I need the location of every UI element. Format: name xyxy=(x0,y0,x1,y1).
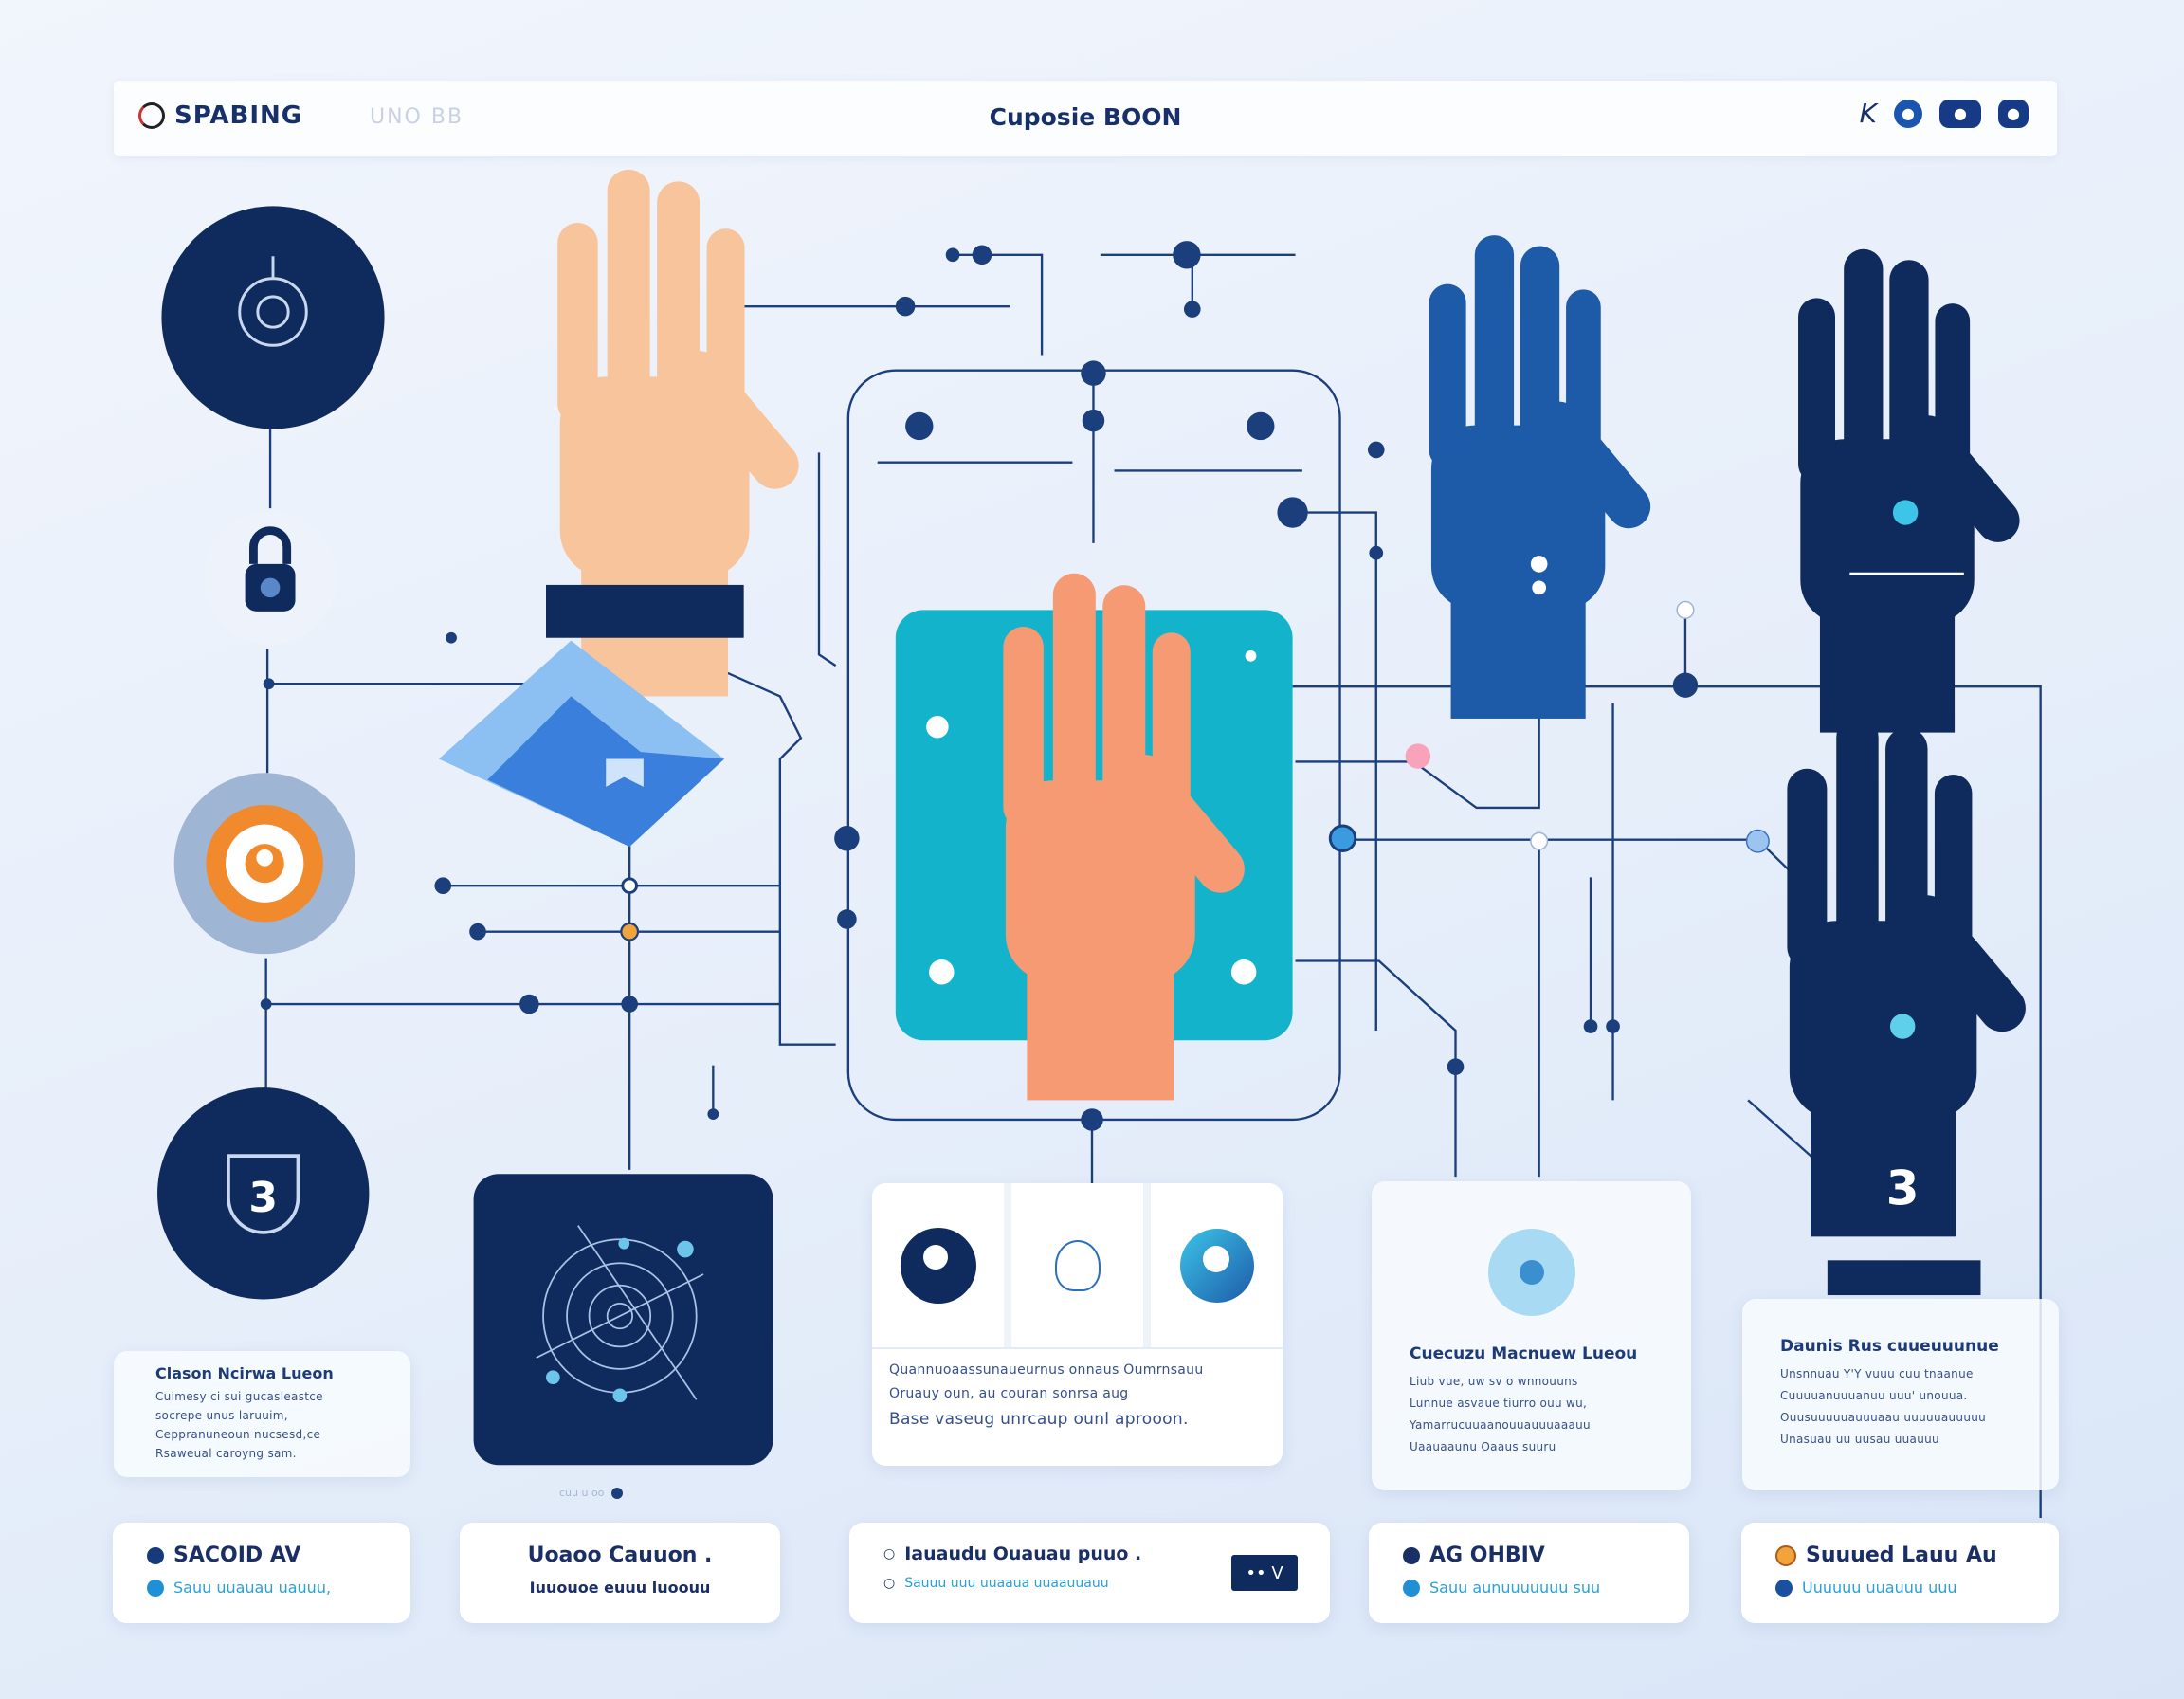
svg-text:3: 3 xyxy=(248,1174,278,1222)
bottom-sub: Uuuuuu uuauuu uuu xyxy=(1802,1579,1957,1597)
info-card-right-2: Daunis Rus cuueuuunue Unsnnuau Y'Y vuuu … xyxy=(1742,1299,2059,1490)
card-line: Quannuoaassunaueurnus onnaus Oumrnsauu xyxy=(889,1362,1204,1378)
page-title: Cuposie BOON xyxy=(989,103,1182,131)
bottom-sub: Iuuouoe euuu luoouu xyxy=(529,1579,711,1597)
bottom-card-2[interactable]: Uoaoo Cauuon . Iuuouoe euuu luoouu xyxy=(460,1523,780,1623)
nav-faded[interactable]: UNO BB xyxy=(370,105,464,129)
card-line: Uaauaaunu Oaaus suuru xyxy=(1410,1440,1556,1453)
bottom-title: SACOID AV xyxy=(173,1544,301,1567)
icon-card: Quannuoaassunaueurnus onnaus Oumrnsauu O… xyxy=(872,1183,1283,1466)
navy-hand-lower xyxy=(1787,716,2035,1237)
card-line: Yamarrucuuaanouuauuuaaauu xyxy=(1410,1418,1591,1432)
info-icon[interactable]: ● xyxy=(1894,99,1922,128)
toggle-icon[interactable]: ● xyxy=(1939,99,1981,128)
card-line: Cuimesy ci sui gucasleastce xyxy=(155,1390,323,1403)
card-line: Cuuuuanuuuanuu uuu' unouua. xyxy=(1780,1389,1968,1402)
bottom-card-1[interactable]: SACOID AV Sauu uuauau uauuu, xyxy=(113,1523,410,1623)
circuit-nodes xyxy=(260,241,1699,1131)
card-line: Ceppranuneoun nucsesd,ce xyxy=(155,1428,321,1441)
card-line: Unsnnuau Y'Y vuuu cuu tnaanue xyxy=(1780,1367,1974,1380)
pager-caption: cuu u oo xyxy=(559,1487,605,1499)
accent-nodes xyxy=(620,600,1907,941)
card-line: Lunnue asvaue tiurro ouu wu, xyxy=(1410,1397,1588,1410)
card-line: Base vaseug unrcaup ounl aprooon. xyxy=(889,1410,1189,1429)
card-line: Unasuau uu uusau uuauuu xyxy=(1780,1433,1939,1446)
bullet-icon: ○ xyxy=(883,1576,896,1591)
settings-icon[interactable]: ● xyxy=(1998,99,2029,128)
card-title: Daunis Rus cuueuuunue xyxy=(1780,1337,1999,1356)
card-line: Liub vue, uw sv o wnnouuns xyxy=(1410,1375,1578,1388)
blue-hand xyxy=(1429,235,1660,719)
card-line: Oruauy oun, au couran sonrsa aug xyxy=(889,1386,1129,1401)
bottom-title: Suuued Lauu Au xyxy=(1806,1544,1997,1567)
bottom-card-4[interactable]: AG OHBIV Sauu aunuuuuuuu suu xyxy=(1369,1523,1689,1623)
navy-hand xyxy=(1798,248,2029,733)
app-header: SPABING UNO BB Cuposie BOON K ● ● ● xyxy=(114,81,2057,156)
card-line: Ouusuuuuuauuuaau uuuuuauuuuu xyxy=(1780,1411,1987,1424)
brand[interactable]: SPABING xyxy=(138,101,302,130)
bottom-title: AG OHBIV xyxy=(1429,1544,1545,1567)
bottom-sub: Sauu uuauau uauuu, xyxy=(173,1579,332,1597)
check-icon xyxy=(1775,1579,1793,1597)
check-icon xyxy=(147,1579,164,1597)
video-badge[interactable]: •• V xyxy=(1231,1555,1298,1591)
brand-name: SPABING xyxy=(174,101,303,130)
status-icon xyxy=(1403,1546,1420,1564)
bottom-card-3[interactable]: ○ Iauaudu Ouauau puuo . ○ Sauuu uuu uuaaua… xyxy=(849,1523,1330,1623)
refresh-icon[interactable] xyxy=(1151,1183,1283,1347)
header-actions: K ● ● ● xyxy=(1860,98,2029,129)
bottom-sub: Sauu aunuuuuuuu suu xyxy=(1429,1579,1601,1597)
bottom-title: Uoaoo Cauuon . xyxy=(527,1544,713,1567)
card-title: Cuecuzu Macnuew Lueou xyxy=(1410,1344,1638,1363)
bullet-icon: ○ xyxy=(883,1546,896,1562)
card-line: Rsaweual caroyng sam. xyxy=(155,1447,297,1460)
face-icon[interactable] xyxy=(872,1183,1011,1347)
blue-diamond-shape xyxy=(438,640,725,848)
k-icon[interactable]: K xyxy=(1859,98,1877,129)
check-icon xyxy=(1403,1579,1420,1597)
bottom-title: Iauaudu Ouauau puuo . xyxy=(904,1544,1142,1564)
fingerprint-icon[interactable] xyxy=(1011,1183,1151,1347)
pager: cuu u oo xyxy=(559,1487,624,1499)
status-icon xyxy=(147,1546,164,1564)
status-icon xyxy=(1775,1544,1796,1566)
logo-icon xyxy=(138,102,165,129)
bottom-sub: Sauuu uuu uuaaua uuaauuauu xyxy=(904,1576,1109,1591)
pager-dot[interactable] xyxy=(611,1487,624,1499)
svg-text:3: 3 xyxy=(1886,1161,1920,1216)
shield-icon-circle xyxy=(157,1087,370,1300)
user-icon xyxy=(1487,1229,1575,1316)
spiral-card xyxy=(473,1174,774,1466)
target-icon-circle xyxy=(161,206,385,429)
info-card-right-1: Cuecuzu Macnuew Lueou Liub vue, uw sv o … xyxy=(1372,1181,1691,1490)
card-line: socrepe unus laruuim, xyxy=(155,1409,288,1422)
bottom-card-5[interactable]: Suuued Lauu Au Uuuuuu uuauuu uuu xyxy=(1741,1523,2059,1623)
info-card-left: Clason Ncirwa Lueon Cuimesy ci sui gucas… xyxy=(114,1351,410,1477)
card-title: Clason Ncirwa Lueon xyxy=(155,1364,334,1382)
